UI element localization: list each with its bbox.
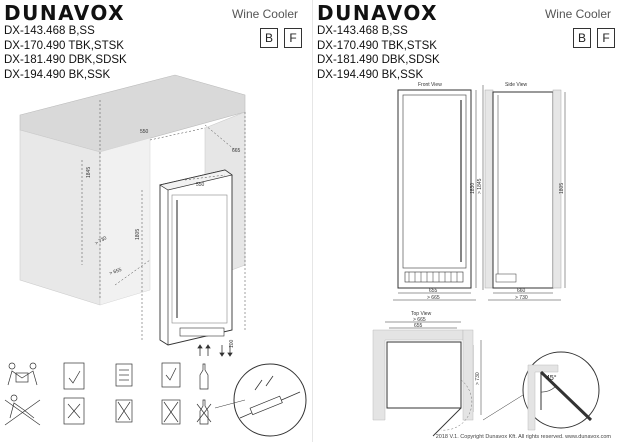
badge-b: B (260, 28, 278, 48)
model-item: DX-181.490 DBK,SDSK (317, 54, 440, 67)
technical-drawings: Front View 1830 > 1845 655 > 665 (372, 82, 600, 437)
cross-icon (63, 397, 85, 425)
side-depth-ext: > 730 (515, 295, 528, 301)
cabinet-left-side (19, 129, 101, 306)
top-door-open (432, 407, 462, 437)
left-panel: DUNAVOX Wine Cooler B F DX-143.468 B,SS … (0, 0, 312, 442)
niche-back (99, 137, 151, 306)
brand-logo: DUNAVOX (4, 1, 126, 25)
vent-grille (179, 327, 225, 337)
dim-depth-side: > 730 (94, 235, 108, 247)
front-width-inner: 655 (429, 288, 438, 294)
badge-b: B (573, 28, 591, 48)
dim-depth-top: 550 (140, 129, 149, 135)
product-type: Wine Cooler (544, 7, 611, 21)
top-view-label: Top View (411, 311, 432, 317)
top-angle: 45° (546, 374, 557, 382)
dim-bottom-width: > 655 (109, 267, 123, 277)
top-width-outer: > 665 (413, 317, 426, 323)
document-cross-icon (115, 399, 133, 423)
top-door-swing (440, 379, 473, 431)
two-person-carry-icon (7, 362, 38, 386)
front-vent (404, 271, 464, 283)
copyright-text: 2018 V.1. Copyright Dunavox Kft. All rig… (435, 434, 611, 440)
top-depth-ext: > 730 (475, 372, 481, 385)
angle-arc (540, 386, 556, 393)
instruction-icons-row1 (7, 362, 209, 390)
side-height: 1805 (559, 183, 565, 194)
badge-f: F (284, 28, 302, 48)
packaging-icon (161, 362, 181, 388)
appliance-body (159, 169, 233, 346)
side-depth: 660 (517, 288, 526, 294)
model-list: DX-143.468 B,SS DX-170.490 TBK,STSK DX-1… (4, 24, 127, 82)
dim-niche-height: 1845 (86, 167, 92, 178)
appliance-door (171, 194, 228, 324)
right-panel: DUNAVOX Wine Cooler B F DX-143.468 B,SS … (313, 0, 625, 442)
product-type: Wine Cooler (231, 7, 298, 21)
model-item: DX-143.468 B,SS (4, 25, 95, 37)
magnifier-pointer (482, 394, 524, 421)
model-item: DX-194.490 BK,SSK (4, 68, 111, 81)
model-item: DX-143.468 B,SS (317, 25, 408, 37)
top-appliance (386, 341, 462, 409)
document-icon (115, 363, 133, 387)
front-outer-frame (397, 89, 472, 289)
front-view: Front View 1830 > 1845 655 > 665 (393, 82, 484, 301)
model-list: DX-143.468 B,SS DX-170.490 TBK,STSK DX-1… (317, 24, 440, 82)
appliance-top (159, 169, 233, 191)
front-height-ext: > 1845 (477, 178, 483, 194)
side-wall-right (552, 89, 562, 289)
model-item: DX-194.490 BK,SSK (317, 68, 424, 81)
magnifier-detail (214, 363, 307, 437)
side-wall-left (484, 89, 494, 289)
badge-f: F (597, 28, 615, 48)
model-item: DX-170.490 TBK,STSK (4, 39, 124, 52)
brand-logo: DUNAVOX (317, 1, 439, 25)
model-item: DX-170.490 TBK,STSK (317, 39, 437, 52)
model-item: DX-181.490 DBK,SDSK (4, 54, 127, 67)
side-body (492, 91, 554, 289)
front-dimension-lines (393, 85, 484, 301)
dim-door-height: 1805 (135, 229, 141, 240)
front-vent-slats (408, 272, 458, 282)
packaging-cross-icon (161, 399, 181, 425)
bottle-icon (199, 363, 209, 390)
dimension-lines (81, 100, 246, 340)
front-view-label: Front View (418, 82, 442, 88)
bottle-cross-icon (196, 399, 212, 425)
front-door-glass (402, 94, 467, 269)
top-wall-right (462, 329, 474, 421)
instruction-icons-row2 (4, 394, 212, 426)
dim-side-top: 665 (232, 148, 241, 154)
installation-diagram: 550 665 550 1845 1805 > 730 > 655 100 (4, 74, 307, 437)
front-width-outer: > 665 (427, 295, 440, 301)
checkmark-icon (63, 362, 85, 390)
front-height: 1830 (470, 183, 476, 194)
dim-plinth: 100 (229, 339, 235, 348)
page-divider (312, 0, 313, 442)
side-view: Side View 1805 660 > 730 (484, 82, 566, 301)
airflow-arrows (197, 344, 233, 357)
top-width-inner: 655 (414, 323, 423, 329)
dim-width-top: 550 (196, 182, 205, 188)
top-view: Top View > 665 655 665 > 730 45° (372, 311, 600, 437)
side-foot (495, 273, 517, 283)
magnifier-door (539, 370, 593, 422)
magnifier-wall (527, 364, 559, 431)
side-view-label: Side View (505, 82, 528, 88)
single-person-carry-icon (4, 394, 41, 426)
side-dimension-lines (488, 92, 566, 301)
